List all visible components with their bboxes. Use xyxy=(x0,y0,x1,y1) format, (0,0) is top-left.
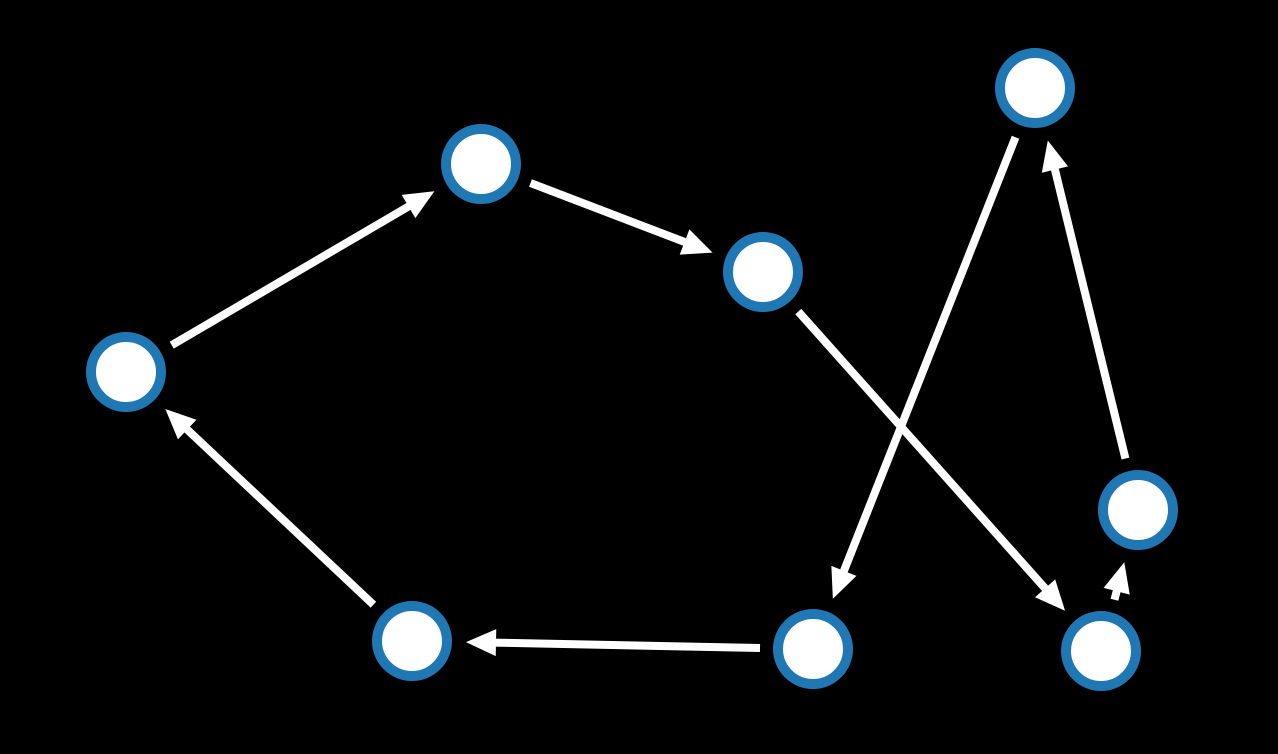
edge-node-left-to-node-top-mid xyxy=(169,191,435,349)
node-top-mid xyxy=(441,124,521,204)
arrowhead-icon xyxy=(1035,579,1066,611)
edge-node-right-to-node-top-right xyxy=(1041,140,1130,460)
edge-line xyxy=(838,135,1020,577)
edge-line xyxy=(1050,164,1130,460)
arrowhead-icon xyxy=(1103,562,1130,595)
arrowhead-icon xyxy=(401,191,435,219)
arrowhead-icon xyxy=(1041,140,1069,173)
arrowhead-icon xyxy=(165,408,197,440)
node-left xyxy=(86,332,166,412)
arrowhead-icon xyxy=(465,629,497,657)
edge-node-bottom-right-to-node-right xyxy=(1103,562,1130,601)
arrowhead-icon xyxy=(679,229,713,255)
node-right xyxy=(1098,470,1178,550)
edge-node-top-right-to-node-bottom-center xyxy=(831,135,1020,599)
edge-line xyxy=(491,638,761,652)
edge-line xyxy=(529,179,690,248)
node-bottom-left xyxy=(372,601,452,681)
edge-line xyxy=(795,308,1051,594)
edges-layer xyxy=(165,135,1130,657)
arrowhead-icon xyxy=(831,565,857,599)
edge-line xyxy=(169,200,414,349)
edge-node-middle-to-node-bottom-right xyxy=(795,308,1066,611)
node-bottom-right xyxy=(1061,611,1141,691)
node-bottom-center xyxy=(773,609,853,689)
edge-node-bottom-center-to-node-bottom-left xyxy=(465,629,761,657)
nodes-layer xyxy=(86,48,1178,691)
edge-line xyxy=(181,423,377,608)
node-top-right xyxy=(995,48,1075,128)
node-middle xyxy=(723,232,803,312)
edge-node-bottom-left-to-node-left xyxy=(165,408,377,608)
edge-node-top-mid-to-node-middle xyxy=(529,179,713,255)
